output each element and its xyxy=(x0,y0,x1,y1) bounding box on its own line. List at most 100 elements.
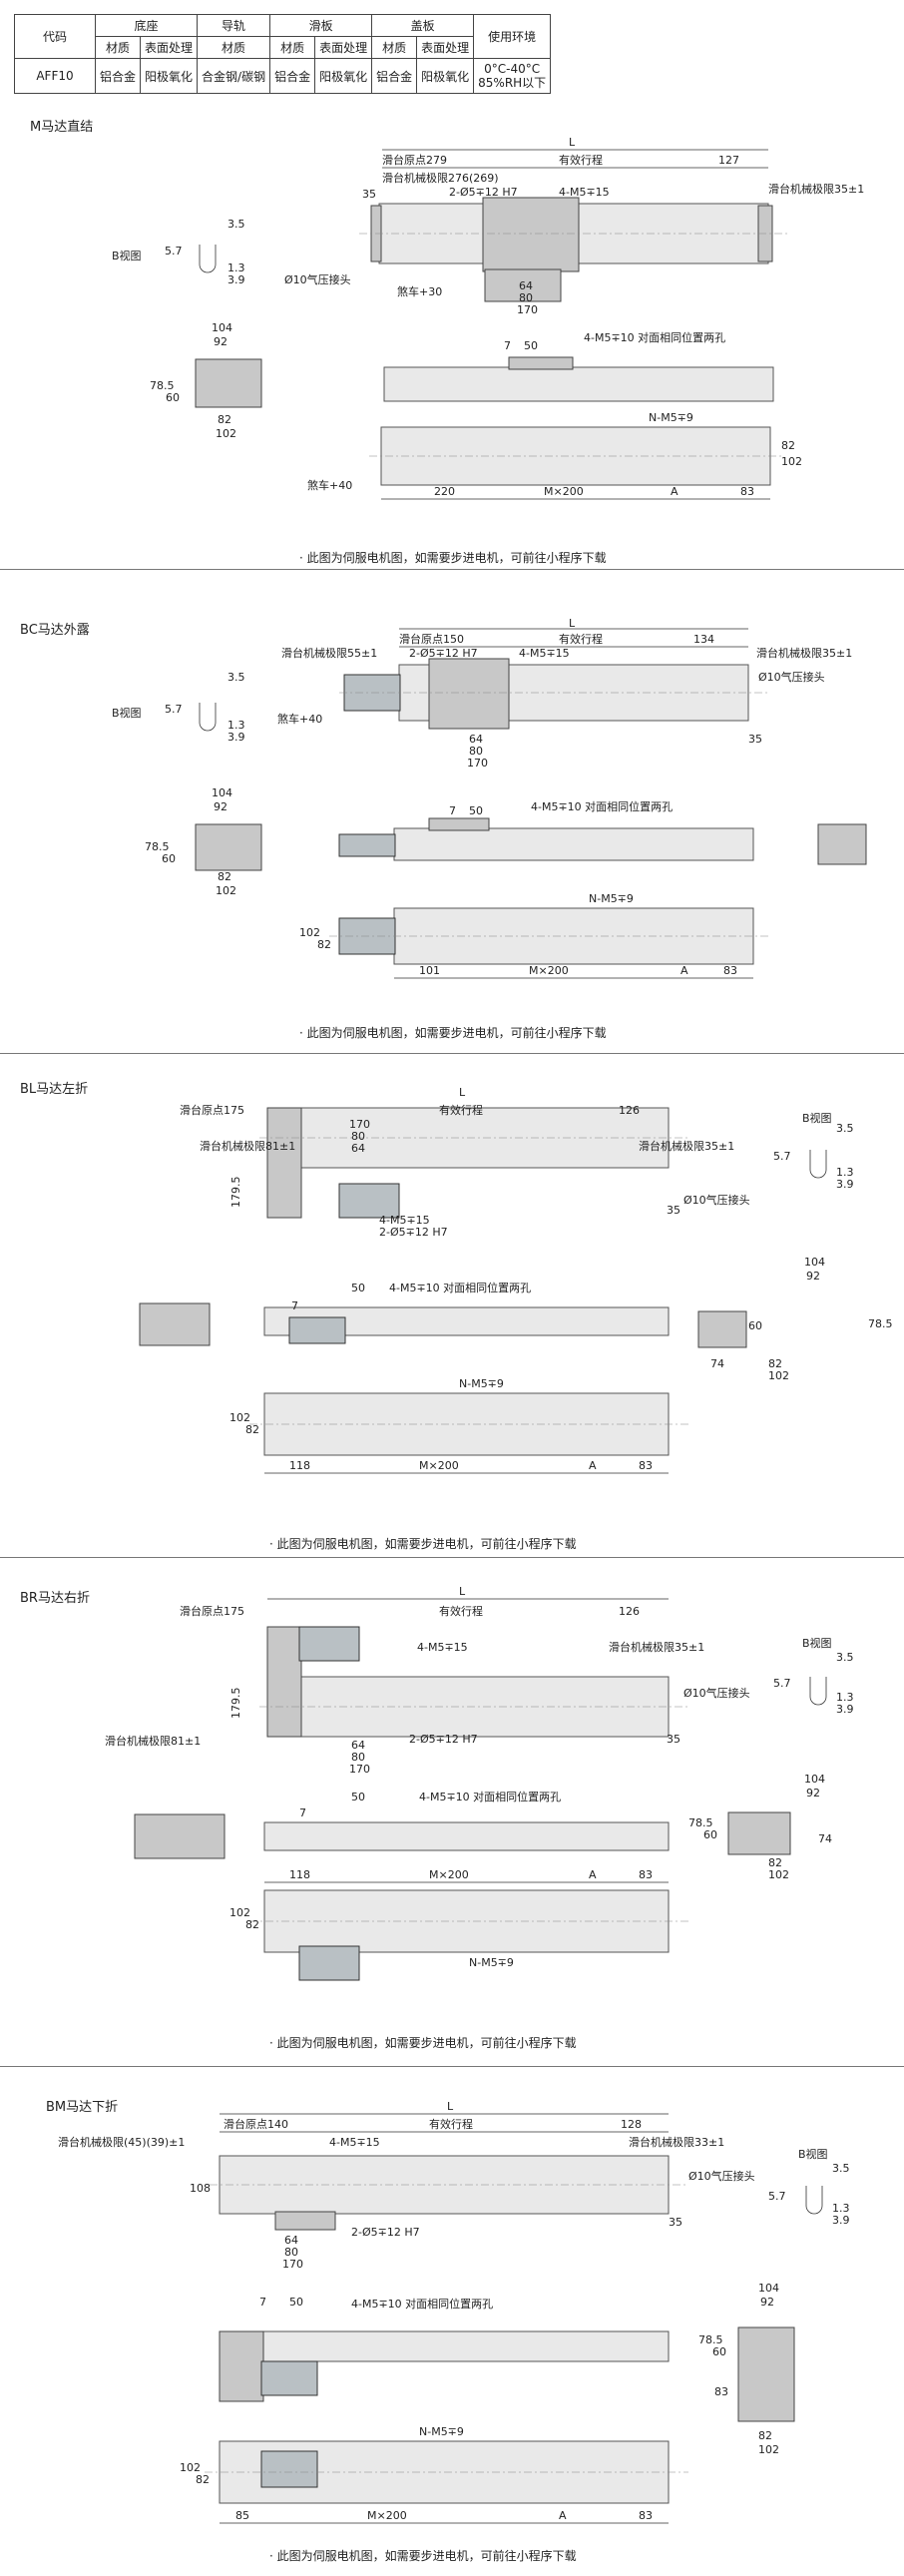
th-cover: 盖板 xyxy=(371,14,475,37)
dim-l82: 82 xyxy=(317,938,331,951)
mech-limit-right: 滑台机械极限33±1 xyxy=(629,2135,724,2149)
dim-170: 170 xyxy=(467,757,488,770)
slide-top xyxy=(274,2211,336,2231)
b-view-shape xyxy=(199,245,217,273)
hole-spec-2: 4-M5∓15 xyxy=(417,1641,468,1654)
th-rail-material: 材质 xyxy=(197,36,271,59)
dim-A: A xyxy=(671,485,678,498)
dim-74: 74 xyxy=(818,1832,832,1845)
actuator-body-side xyxy=(263,1821,670,1851)
th-code: 代码 xyxy=(14,14,96,59)
b-dim-39: 3.9 xyxy=(227,731,245,744)
motor-top xyxy=(298,1626,360,1662)
dim-60: 60 xyxy=(162,852,176,865)
hole-spec-1: 2-Ø5∓12 H7 xyxy=(449,186,518,199)
dim-60: 60 xyxy=(703,1828,717,1841)
drawing-br: L 滑台原点175 有效行程 126 4-M5∓15 滑台机械极限35±1 Ø1… xyxy=(105,1587,854,1981)
end-view xyxy=(737,2326,795,2422)
dim-104: 104 xyxy=(804,1773,825,1786)
dim-785: 78.5 xyxy=(150,379,175,392)
b-dim-39: 3.9 xyxy=(836,1703,854,1716)
dim-80: 80 xyxy=(351,1751,365,1764)
dim-M: M×200 xyxy=(529,964,569,977)
motor-bracket xyxy=(266,1107,302,1219)
section-title: BL马达左折 xyxy=(20,1082,89,1097)
holes-side-note: 4-M5∓10 对面相同位置两孔 xyxy=(584,330,725,344)
b-dim-13: 1.3 xyxy=(836,1691,854,1704)
motor-side xyxy=(260,2360,318,2396)
section-title: M马达直结 xyxy=(30,120,94,135)
dim-80: 80 xyxy=(351,1130,365,1143)
motor-top xyxy=(484,268,562,302)
dim-r102: 102 xyxy=(781,455,802,468)
n-holes: N-M5∓9 xyxy=(419,2425,464,2438)
end-view-right xyxy=(817,823,867,865)
cell-rail-material: 合金钢/碳钢 xyxy=(197,58,271,94)
dim-80: 80 xyxy=(469,745,483,758)
cell-base-material: 铝合金 xyxy=(94,58,142,94)
b-dim-57: 5.7 xyxy=(165,703,183,716)
dim-785: 78.5 xyxy=(688,1816,713,1829)
dim-r82: 82 xyxy=(781,439,795,452)
dim-1795: 179.5 xyxy=(229,1688,242,1720)
b-dim-57: 5.7 xyxy=(773,1150,791,1163)
air-fitting: Ø10气压接头 xyxy=(284,272,351,286)
dim-end: 126 xyxy=(619,1104,640,1117)
dim-785: 78.5 xyxy=(145,840,170,853)
dim-64: 64 xyxy=(519,279,533,292)
actuator-body-side xyxy=(393,827,754,861)
dim-35: 35 xyxy=(748,733,762,746)
note-text: · 此图为伺服电机图，如需要步进电机，可前往小程序下载 xyxy=(299,551,607,565)
dim-end: 127 xyxy=(718,154,739,167)
dim-A: A xyxy=(589,1459,597,1472)
dim-7: 7 xyxy=(504,339,511,352)
hole-spec-2: 4-M5∓15 xyxy=(559,186,610,199)
b-view-shape xyxy=(809,1150,827,1179)
dim-64: 64 xyxy=(351,1739,365,1752)
dim-l102: 102 xyxy=(299,926,320,939)
holes-side-note: 4-M5∓10 对面相同位置两孔 xyxy=(389,1281,531,1294)
end-view-left xyxy=(134,1813,226,1859)
mech-limit-left: 滑台机械极限81±1 xyxy=(200,1139,295,1153)
dim-118: 118 xyxy=(289,1459,310,1472)
dim-l82: 82 xyxy=(245,1918,259,1931)
air-fitting: Ø10气压接头 xyxy=(688,2169,755,2183)
cell-environment: 0°C-40°C 85%RH以下 xyxy=(473,58,552,94)
b-view-label: B视图 xyxy=(112,249,142,262)
dim-64: 64 xyxy=(284,2234,298,2247)
n-holes: N-M5∓9 xyxy=(459,1377,504,1390)
hole-spec-1: 2-Ø5∓12 H7 xyxy=(409,1733,478,1746)
mech-limit-left: 滑台机械极限55±1 xyxy=(281,646,377,660)
dim-M: M×200 xyxy=(429,1868,469,1881)
th-rail: 导轨 xyxy=(197,14,271,37)
brake-note: 煞车+30 xyxy=(397,284,442,298)
dim-50: 50 xyxy=(351,1282,365,1294)
dim-83: 83 xyxy=(639,1868,653,1881)
hole-spec-2: 4-M5∓15 xyxy=(519,647,570,660)
mech-limit-right: 滑台机械极限35±1 xyxy=(756,646,852,660)
dim-stroke: 有效行程 xyxy=(439,1604,483,1618)
dim-l102: 102 xyxy=(229,1411,250,1424)
dim-l102: 102 xyxy=(180,2461,201,2474)
th-cover-material: 材质 xyxy=(371,36,418,59)
th-env: 使用环境 xyxy=(473,14,552,59)
hole-spec-1: 2-Ø5∓12 H7 xyxy=(351,2226,420,2239)
dim-83: 83 xyxy=(639,2509,653,2522)
b-view-shape xyxy=(805,2186,823,2215)
brake-note: 煞车+40 xyxy=(277,712,322,726)
b-dim-39: 3.9 xyxy=(836,1178,854,1191)
dim-A: A xyxy=(589,1868,597,1881)
dim-74: 74 xyxy=(710,1357,724,1370)
dim-L: L xyxy=(569,136,576,149)
slide-top xyxy=(482,197,580,272)
cell-cover-surface: 阳极氧化 xyxy=(416,58,475,94)
mech-limit-right: 滑台机械极限35±1 xyxy=(639,1139,734,1153)
b-view-label: B视图 xyxy=(802,1636,832,1650)
dim-108: 108 xyxy=(190,2182,211,2195)
cell-base-surface: 阳极氧化 xyxy=(140,58,199,94)
b-dim-13: 1.3 xyxy=(832,2202,850,2215)
slide-side xyxy=(508,356,574,370)
dim-104: 104 xyxy=(804,1256,825,1269)
section-m-direct: M马达直结 L 滑台原点279 有效行程 127 滑台机械极限276(269) … xyxy=(0,110,904,569)
cell-cover-material: 铝合金 xyxy=(371,58,418,94)
